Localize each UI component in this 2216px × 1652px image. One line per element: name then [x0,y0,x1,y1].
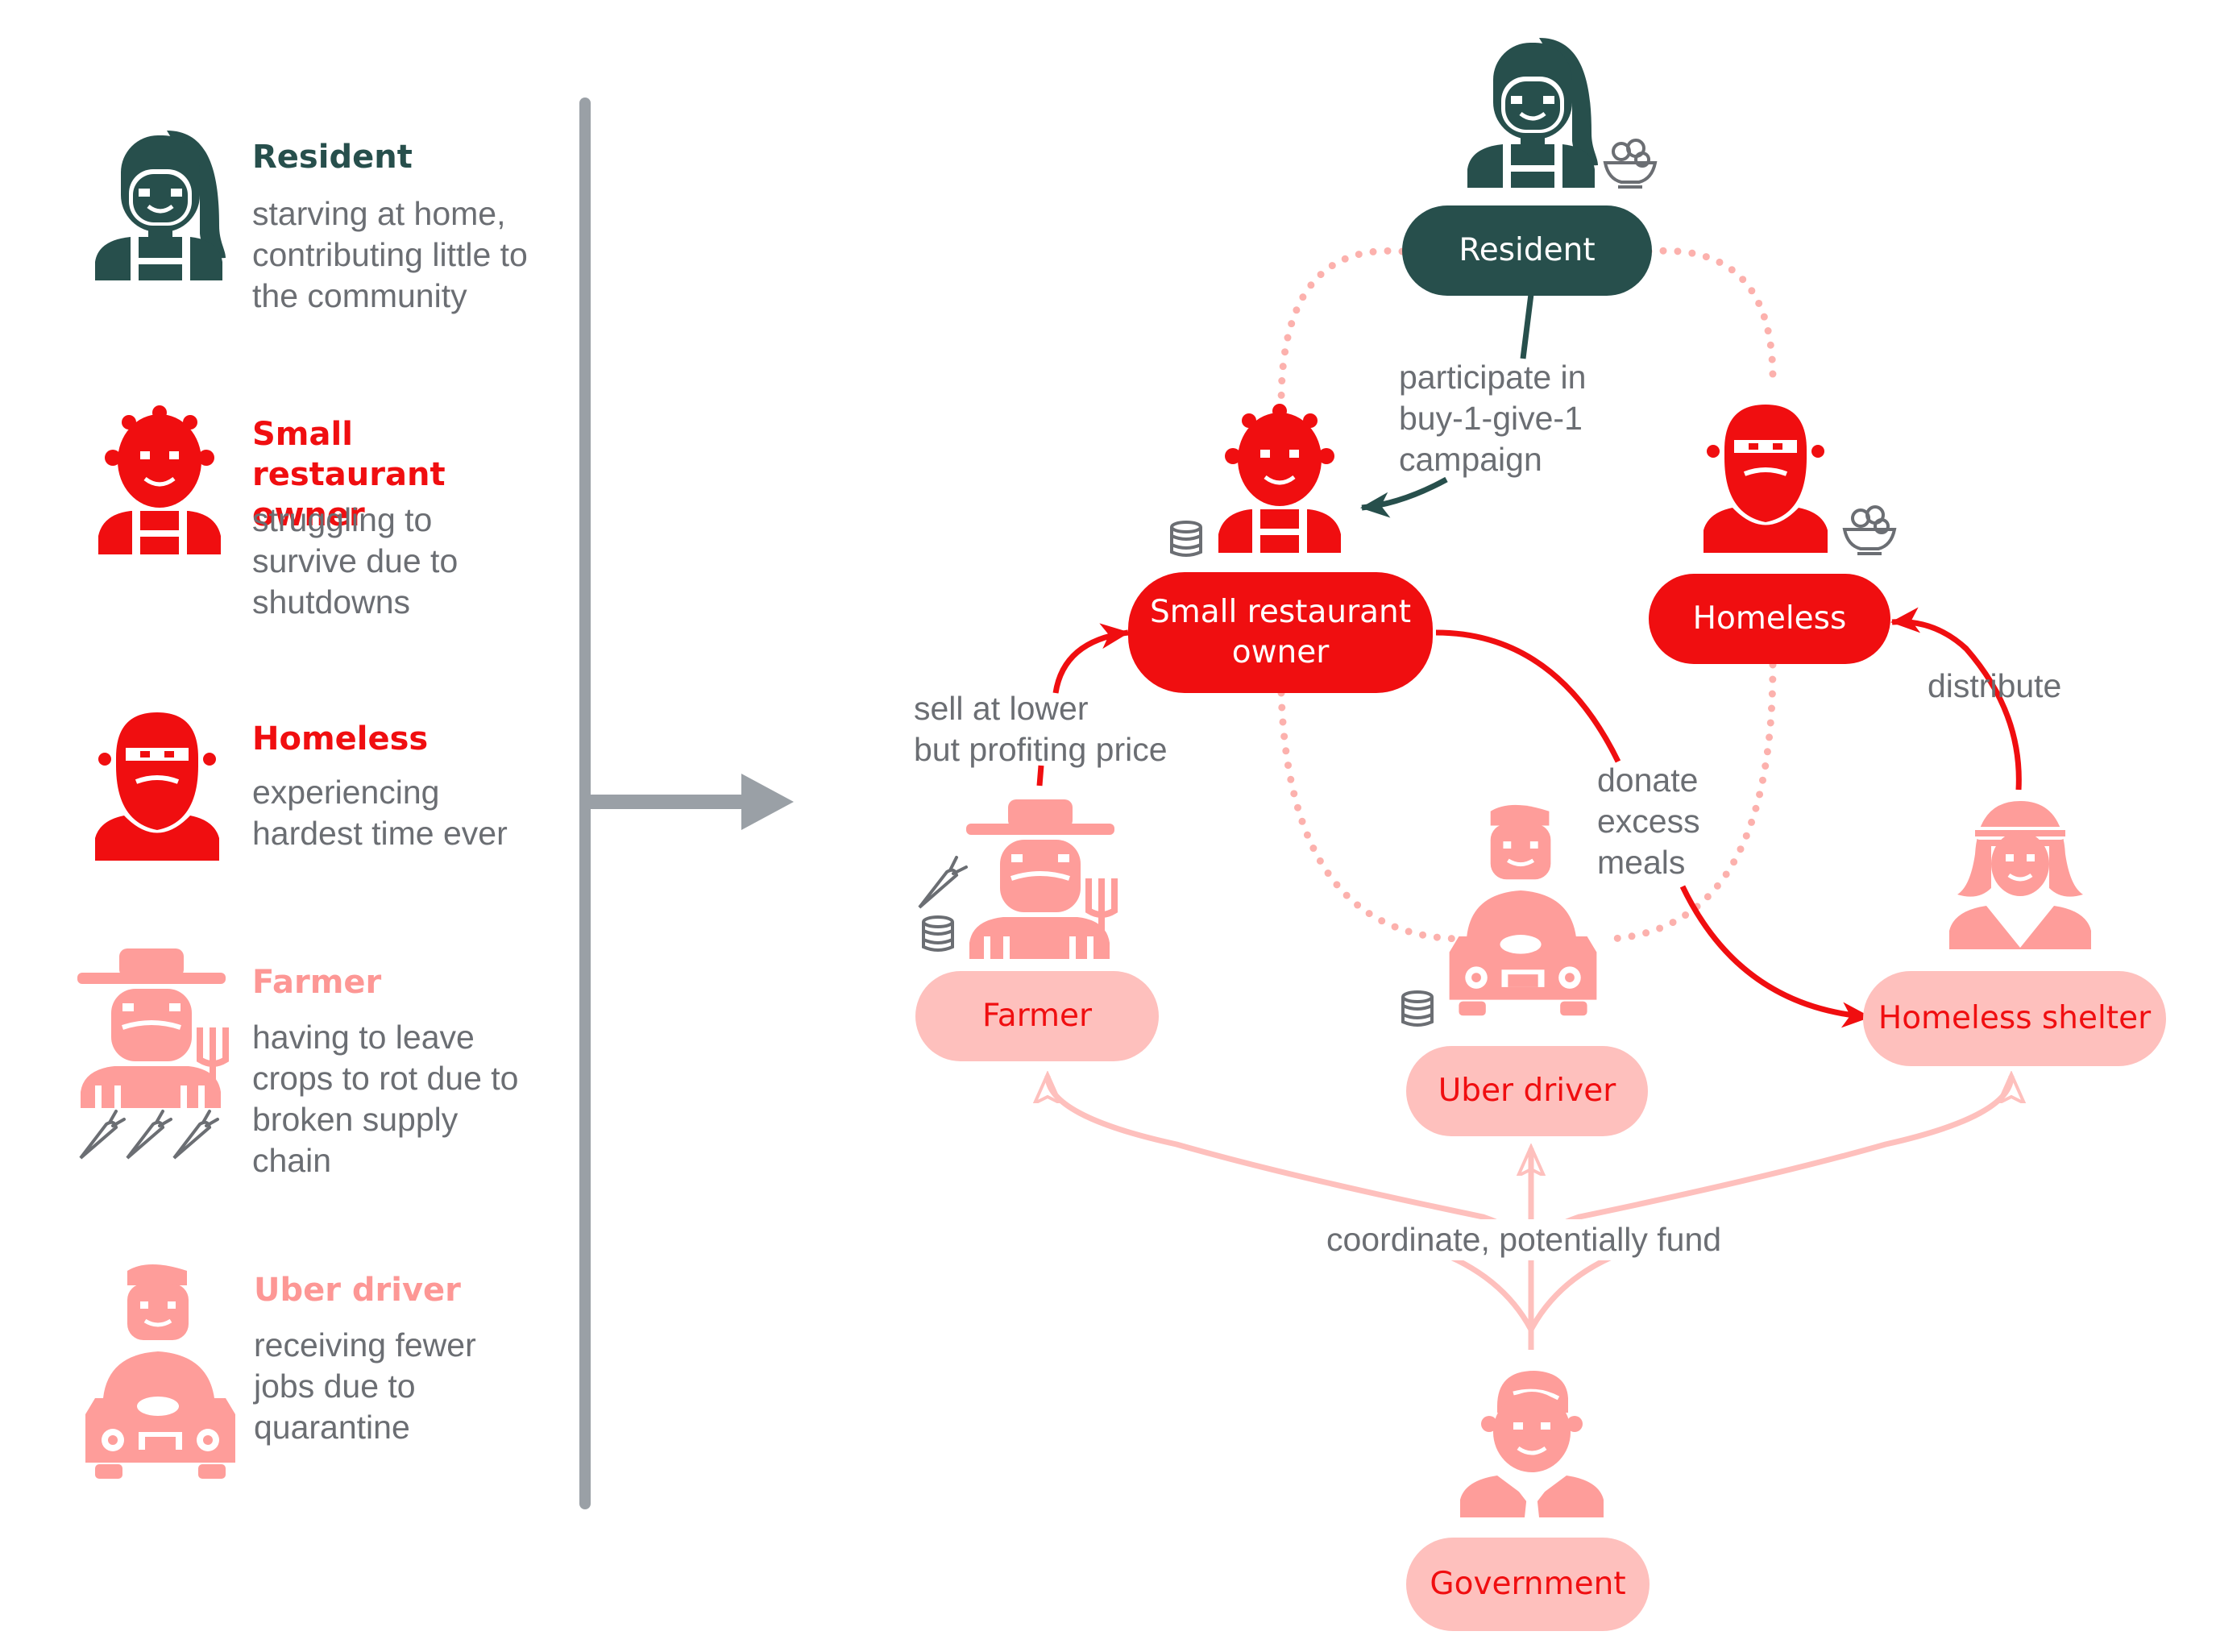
official-icon [1460,1371,1604,1517]
chef-icon [1218,404,1341,553]
legend-title-homeless: Homeless [252,720,429,758]
bearded-man-icon [95,712,219,861]
node-restaurant-owner[interactable]: Small restaurant owner [1128,572,1433,693]
edge-distribute [1890,607,2022,791]
node-resident[interactable]: Resident [1402,205,1652,296]
node-farmer[interactable]: Farmer [915,971,1159,1061]
legend-desc-resident: starving at home, contributing little to… [252,195,528,314]
legend-title-uber: Uber driver [254,1272,461,1309]
woman-worker-icon [1949,801,2091,949]
food-bowl-icon [1842,505,1897,555]
label-sell: sell at lower but profiting price [914,690,1168,768]
legend-title-farmer: Farmer [252,964,382,1001]
carrot-icon [918,856,968,909]
farmer-icon [77,948,229,1160]
driver-icon [85,1264,235,1479]
legend-desc-homeless: experiencing hardest time ever [252,774,508,852]
node-homeless[interactable]: Homeless [1649,574,1890,664]
woman-icon [95,131,226,280]
node-government[interactable]: Government [1406,1538,1650,1631]
label-distribute: distribute [1928,667,2062,704]
legend-title-resident: Resident [252,139,413,176]
driver-icon [1449,804,1597,1016]
node-homeless-shelter[interactable]: Homeless shelter [1863,971,2166,1066]
coins-icon [1401,990,1434,1027]
chef-icon [98,405,221,554]
edge-sell [1036,633,1128,787]
label-donate: donate excess meals [1597,762,1700,881]
legend-desc-farmer: having to leave crops to rot due to brok… [252,1019,519,1179]
coins-icon [922,915,954,952]
woman-icon [1467,38,1598,188]
legend-desc-restaurant: struggling to survive due to shutdowns [252,501,459,621]
food-bowl-icon [1603,139,1658,189]
coins-icon [1170,521,1202,557]
label-participate: participate in buy-1-give-1 campaign [1399,359,1587,478]
legend-title-restaurant: Small restaurant owner [252,416,446,533]
farmer-icon [966,799,1118,959]
bearded-man-icon [1703,405,1828,553]
edge-donate [1435,629,1869,1017]
dotted-connections [1277,247,1777,943]
node-uber-driver[interactable]: Uber driver [1406,1046,1648,1136]
legend-desc-uber: receiving fewer jobs due to quarantine [254,1326,476,1446]
edge-participate [1362,293,1534,508]
label-coordinate: coordinate, potentially fund [1322,1219,1727,1260]
